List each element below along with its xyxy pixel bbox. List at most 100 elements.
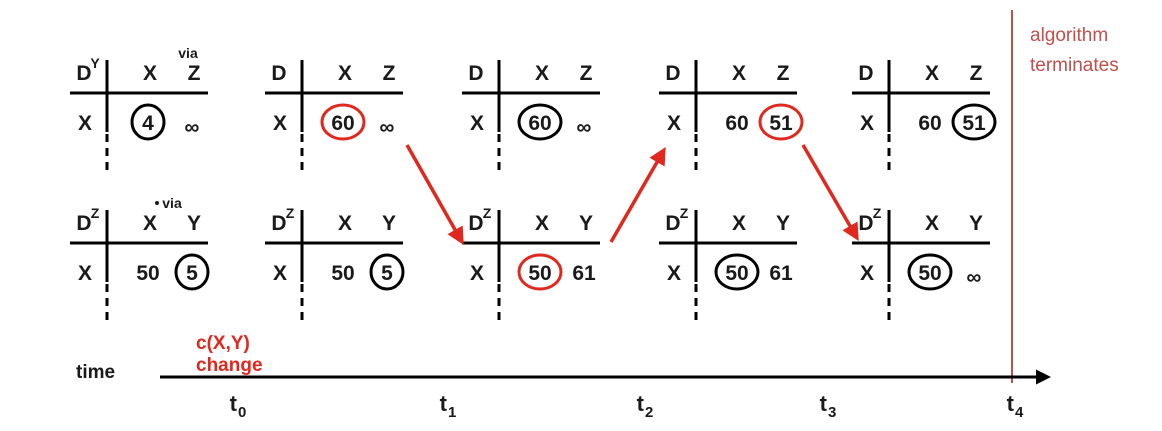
cost-via-other: 5 — [381, 262, 393, 285]
time-tick-t3: t3 — [820, 391, 837, 421]
column-header-2: Z — [777, 62, 790, 85]
time-tick-t4: t4 — [1007, 391, 1024, 421]
header-d: D — [665, 212, 680, 235]
column-header-2: Y — [776, 212, 790, 235]
column-header-2: Y — [382, 212, 396, 235]
via-label: via — [162, 195, 182, 211]
column-header-x: X — [925, 62, 939, 85]
terminate-label-line2: terminates — [1030, 55, 1119, 76]
min-cost-circle — [907, 253, 953, 291]
cost-via-x: 60 — [918, 112, 941, 135]
node-superscript: Y — [90, 55, 100, 71]
propagation-arrow-y-to-z-2 — [801, 144, 859, 242]
min-cost-circle — [951, 103, 997, 141]
header-d: D — [665, 62, 680, 85]
link-change-label-line2: change — [196, 355, 263, 376]
min-cost-circle — [714, 253, 760, 291]
node-superscript: Z — [286, 205, 295, 221]
node-superscript: Z — [873, 205, 882, 221]
column-header-x: X — [143, 62, 157, 85]
table-y-t3: D X Z X 60 51 — [659, 60, 804, 170]
cost-via-x: 50 — [918, 262, 941, 285]
updated-cost-circle — [320, 103, 366, 141]
cost-via-other: ∞ — [185, 116, 200, 139]
time-axis-label: time — [76, 362, 115, 383]
header-d: D — [271, 212, 286, 235]
via-label: via — [178, 45, 198, 61]
cost-via-other: 61 — [572, 262, 596, 285]
cost-via-other: 51 — [769, 112, 793, 135]
column-header-2: Y — [579, 212, 593, 235]
time-tick-t0: t0 — [230, 391, 247, 421]
cost-via-other: ∞ — [380, 116, 395, 139]
cost-via-other: ∞ — [967, 266, 982, 289]
header-d: D — [76, 62, 91, 85]
table-y-t1: D X Z X 60 ∞ — [265, 60, 403, 170]
cost-via-x: 60 — [331, 112, 354, 135]
column-header-x: X — [143, 212, 157, 235]
header-d: D — [468, 212, 483, 235]
row-label-x: X — [860, 112, 874, 135]
header-d: D — [468, 62, 483, 85]
propagation-arrow-z-to-y — [609, 146, 666, 243]
row-label-x: X — [667, 262, 681, 285]
row-label-x: X — [273, 262, 287, 285]
node-superscript: Z — [483, 205, 492, 221]
header-d: D — [76, 212, 91, 235]
column-header-2: Y — [969, 212, 983, 235]
column-header-2: Z — [188, 62, 201, 85]
updated-cost-circle — [517, 253, 563, 291]
via-dot — [155, 201, 159, 205]
cost-via-x: 60 — [528, 112, 551, 135]
min-cost-circle — [130, 103, 166, 141]
node-superscript: Z — [680, 205, 689, 221]
row-label-x: X — [860, 262, 874, 285]
column-header-2: Y — [187, 212, 201, 235]
time-tick-t2: t2 — [637, 391, 654, 421]
min-cost-circle — [369, 253, 405, 291]
cost-via-x: 60 — [725, 112, 748, 135]
column-header-x: X — [338, 62, 352, 85]
row-label-x: X — [78, 262, 92, 285]
column-header-x: X — [535, 212, 549, 235]
column-header-2: Z — [580, 62, 593, 85]
terminate-label-line1: algorithm — [1030, 25, 1108, 46]
row-label-x: X — [470, 112, 484, 135]
updated-cost-circle — [758, 103, 804, 141]
cost-via-x: 50 — [136, 262, 159, 285]
cost-via-other: 61 — [769, 262, 793, 285]
min-cost-circle — [517, 103, 563, 141]
row-label-x: X — [273, 112, 287, 135]
row-label-x: X — [470, 262, 484, 285]
column-header-2: Z — [383, 62, 396, 85]
column-header-x: X — [732, 62, 746, 85]
column-header-x: X — [535, 62, 549, 85]
cost-via-x: 4 — [142, 112, 154, 135]
cost-via-other: ∞ — [577, 116, 592, 139]
cost-via-other: 5 — [186, 262, 198, 285]
table-y-t2: D X Z X 60 ∞ — [462, 60, 600, 170]
time-tick-t1: t1 — [440, 391, 457, 421]
column-header-2: Z — [970, 62, 983, 85]
row-label-x: X — [78, 112, 92, 135]
header-d: D — [858, 62, 873, 85]
propagation-arrow-y-to-z — [405, 144, 464, 246]
row-label-x: X — [667, 112, 681, 135]
header-d: D — [271, 62, 286, 85]
cost-via-x: 50 — [528, 262, 551, 285]
cost-via-x: 50 — [725, 262, 748, 285]
min-cost-circle — [174, 253, 210, 291]
column-header-x: X — [338, 212, 352, 235]
cost-via-x: 50 — [331, 262, 354, 285]
time-ticks: t0 t1 t2 t3 t4 — [230, 391, 1024, 421]
header-d: D — [858, 212, 873, 235]
